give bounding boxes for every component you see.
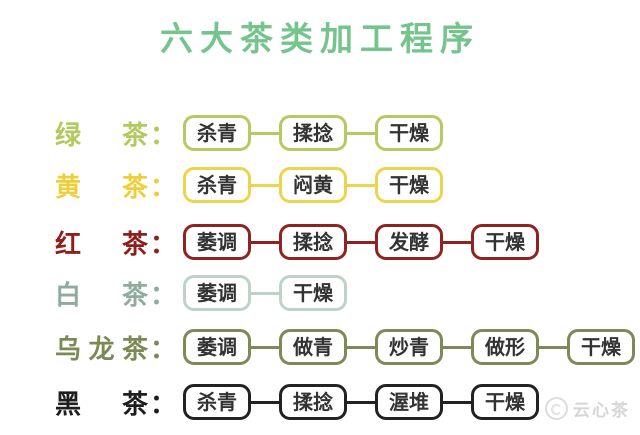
watermark-text: 云心茶 [573, 401, 630, 421]
flow-connector [251, 183, 280, 187]
process-step-box: 杀青 [183, 167, 252, 203]
tea-row: 绿茶：杀青揉捻干燥 [55, 115, 444, 152]
process-flow: 杀青闷黄干燥 [183, 167, 444, 203]
flow-connector [347, 400, 376, 404]
process-flow: 杀青揉捻渥堆干燥 [183, 384, 540, 420]
process-step-box: 萎调 [183, 275, 252, 311]
flow-connector [443, 240, 472, 244]
flow-connector [251, 400, 280, 404]
flow-connector [251, 291, 280, 295]
process-step-box: 萎调 [183, 329, 252, 365]
tea-name-chars: 白茶 [55, 275, 148, 312]
tea-name-label: 红茶： [55, 224, 176, 261]
process-step-box: 干燥 [471, 384, 540, 420]
tea-name-char: 茶 [121, 334, 148, 365]
flow-connector [251, 345, 280, 349]
flow-connector [539, 345, 568, 349]
tea-name-colon: ： [150, 229, 177, 260]
tea-row: 红茶：萎调揉捻发酵干燥 [55, 224, 540, 261]
tea-name-char: 茶 [121, 389, 148, 420]
flow-connector [347, 240, 376, 244]
tea-name-label: 黄茶： [55, 167, 176, 204]
tea-row: 乌龙茶：萎调做青炒青做形干燥 [55, 329, 636, 366]
tea-name-chars: 黑茶 [55, 384, 148, 421]
process-step-box: 闷黄 [279, 167, 348, 203]
process-step-box: 杀青 [183, 384, 252, 420]
process-step-box: 萎调 [183, 224, 252, 260]
tea-name-char: 龙 [88, 334, 115, 365]
tea-name-label: 白茶： [55, 275, 176, 312]
process-flow: 杀青揉捻干燥 [183, 115, 444, 151]
process-step-box: 揉捻 [279, 115, 348, 151]
tea-name-label: 绿茶： [55, 115, 176, 152]
flow-connector [251, 131, 280, 135]
process-step-box: 干燥 [375, 115, 444, 151]
tea-name-char: 黄 [55, 172, 82, 203]
tea-name-colon: ： [150, 280, 177, 311]
process-step-box: 揉捻 [279, 384, 348, 420]
flow-connector [443, 400, 472, 404]
tea-name-colon: ： [150, 334, 177, 365]
tea-row: 黑茶：杀青揉捻渥堆干燥 [55, 384, 540, 421]
tea-name-char: 乌 [55, 334, 82, 365]
process-step-box: 发酵 [375, 224, 444, 260]
watermark: 云心茶 [545, 396, 630, 421]
tea-name-label: 黑茶： [55, 384, 176, 421]
process-step-box: 做形 [471, 329, 540, 365]
tea-name-char: 黑 [55, 389, 82, 420]
tea-name-char: 茶 [121, 229, 148, 260]
tea-name-chars: 乌龙茶 [55, 329, 148, 366]
tea-name-colon: ： [150, 389, 177, 420]
tea-name-colon: ： [150, 120, 177, 151]
tea-name-char: 茶 [121, 280, 148, 311]
process-step-box: 干燥 [375, 167, 444, 203]
tea-name-char: 茶 [121, 120, 148, 151]
process-step-box: 干燥 [471, 224, 540, 260]
process-step-box: 渥堆 [375, 384, 444, 420]
process-step-box: 干燥 [567, 329, 636, 365]
yunxin-circle-logo-icon [545, 397, 568, 420]
tea-name-char: 白 [55, 280, 82, 311]
tea-name-char: 红 [55, 229, 82, 260]
tea-name-char: 茶 [121, 172, 148, 203]
process-step-box: 揉捻 [279, 224, 348, 260]
flow-connector [347, 131, 376, 135]
process-flow: 萎调揉捻发酵干燥 [183, 224, 540, 260]
tea-name-chars: 红茶 [55, 224, 148, 261]
process-step-box: 做青 [279, 329, 348, 365]
tea-name-chars: 黄茶 [55, 167, 148, 204]
tea-row: 黄茶：杀青闷黄干燥 [55, 167, 444, 204]
process-step-box: 干燥 [279, 275, 348, 311]
flow-connector [443, 345, 472, 349]
process-flow: 萎调做青炒青做形干燥 [183, 329, 636, 365]
page-title: 六大茶类加工程序 [160, 19, 480, 58]
process-flow: 萎调干燥 [183, 275, 348, 311]
tea-name-char: 绿 [55, 120, 82, 151]
tea-name-label: 乌龙茶： [55, 329, 176, 366]
tea-rows-container: 绿茶：杀青揉捻干燥黄茶：杀青闷黄干燥红茶：萎调揉捻发酵干燥白茶：萎调干燥乌龙茶：… [55, 0, 640, 435]
flow-connector [251, 240, 280, 244]
process-step-box: 杀青 [183, 115, 252, 151]
tea-name-colon: ： [150, 172, 177, 203]
flow-connector [347, 183, 376, 187]
flow-connector [347, 345, 376, 349]
tea-row: 白茶：萎调干燥 [55, 275, 348, 312]
process-step-box: 炒青 [375, 329, 444, 365]
tea-name-chars: 绿茶 [55, 115, 148, 152]
